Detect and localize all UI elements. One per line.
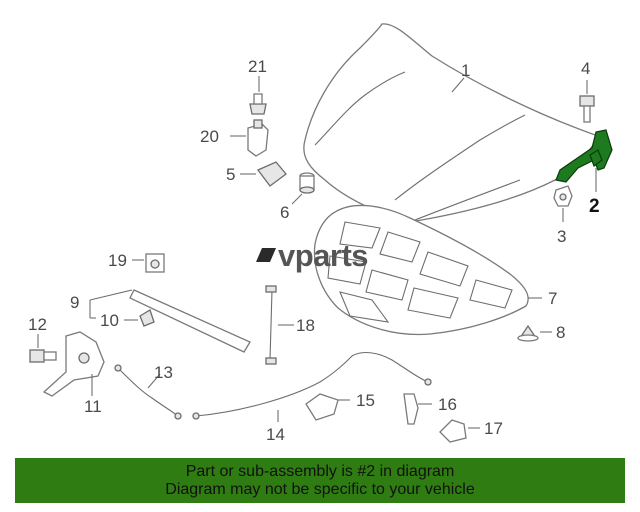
weatherstrip-clip xyxy=(139,309,155,327)
callout-21: 21 xyxy=(248,57,267,76)
callout-14: 14 xyxy=(266,425,285,444)
callout-16: 16 xyxy=(438,395,457,414)
callout-6: 6 xyxy=(280,203,289,222)
callout-15: 15 xyxy=(356,391,375,410)
hinge-bolt xyxy=(579,95,595,123)
hood-prop-rod xyxy=(265,285,277,365)
hood-seal-clip xyxy=(256,161,287,187)
hood-hinge-highlighted xyxy=(555,129,613,183)
callout-17: 17 xyxy=(484,419,503,438)
banner-line-2: Diagram may not be specific to your vehi… xyxy=(165,480,475,498)
callout-8: 8 xyxy=(556,323,565,342)
callout-18: 18 xyxy=(296,316,315,335)
callout-13: 13 xyxy=(154,363,173,382)
vparts-watermark: vparts xyxy=(256,238,369,273)
hood-adjuster xyxy=(247,119,269,157)
hood-weatherstrip xyxy=(129,289,251,353)
release-cable-short xyxy=(114,364,182,420)
callout-11: 11 xyxy=(84,397,102,416)
handle-cover xyxy=(439,419,467,443)
release-lever xyxy=(403,393,419,425)
hood-insulator xyxy=(313,204,529,336)
callout-9: 9 xyxy=(70,293,79,312)
callout-12: 12 xyxy=(28,315,47,334)
banner-line-1: Part or sub-assembly is #2 in diagram xyxy=(185,462,455,480)
insulator-clip xyxy=(517,324,539,342)
hood-bumper xyxy=(249,93,267,115)
hood-cushion xyxy=(299,172,315,194)
hinge-nut xyxy=(553,185,573,207)
callout-2: 2 xyxy=(589,196,600,217)
callout-1: 1 xyxy=(461,61,470,80)
svg-text:vparts: vparts xyxy=(278,238,368,273)
callout-19: 19 xyxy=(108,251,127,270)
callout-7: 7 xyxy=(548,289,557,308)
callout-4: 4 xyxy=(581,59,590,78)
callout-3: 3 xyxy=(557,227,566,246)
info-banner: Part or sub-assembly is #2 in diagram Di… xyxy=(15,458,625,503)
hood-latch-striker xyxy=(145,253,165,273)
parts-diagram: 1 2 3 4 21 20 5 6 xyxy=(28,23,613,444)
callout-5: 5 xyxy=(226,165,235,184)
hood-panel xyxy=(303,23,599,223)
callout-10: 10 xyxy=(100,311,119,330)
release-handle xyxy=(305,393,339,421)
latch-bolt xyxy=(29,349,57,363)
callout-20: 20 xyxy=(200,127,219,146)
release-cable-main xyxy=(192,351,432,420)
hood-latch xyxy=(42,331,105,397)
